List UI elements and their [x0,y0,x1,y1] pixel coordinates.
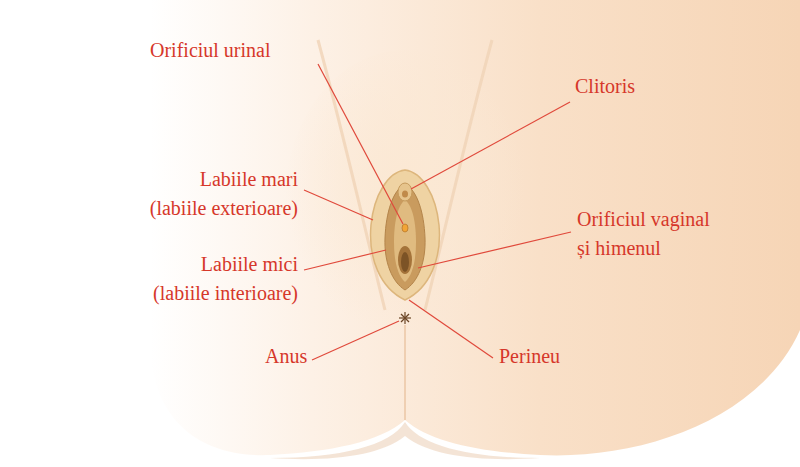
part-label: Orificiul urinal [150,36,271,65]
part-label: Clitoris [575,72,635,101]
part-label: Perineu [499,342,560,371]
leader-lines [304,64,571,360]
part-label: Labiile mari (labiile exterioare) [146,165,298,223]
part-label: Orificiul vaginal și himenul [577,205,716,263]
part-label: Labiile mici (labiile interioare) [146,250,298,308]
part-label: Anus [265,342,307,371]
